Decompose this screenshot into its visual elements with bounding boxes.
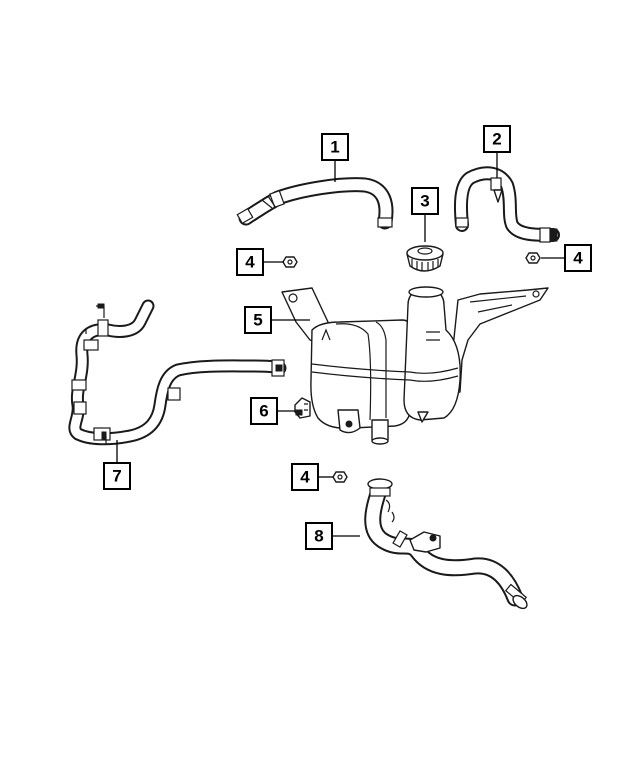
part-4-nut-b[interactable] [525,252,541,264]
callout-4b: 4 [564,244,592,272]
part-5-coolant-reservoir[interactable] [281,286,549,445]
callout-8-label: 8 [314,527,323,546]
part-4-nut-a[interactable] [282,256,298,268]
callout-3-label: 3 [420,192,429,211]
callout-7-label: 7 [112,467,121,486]
part-4-nut-c[interactable] [332,471,348,483]
callout-4c-label: 4 [300,468,310,487]
part-2-hose[interactable] [454,166,560,243]
callout-6-label: 6 [259,402,268,421]
callout-2: 2 [483,125,511,153]
callout-4b-label: 4 [573,249,583,268]
part-3-pressure-cap[interactable] [406,245,444,272]
part-1-hose[interactable] [236,177,394,230]
callout-1: 1 [321,133,349,161]
callout-8: 8 [305,522,333,550]
part-7-hose-assembly[interactable] [68,299,287,446]
callout-4a-label: 4 [245,253,255,272]
callout-6: 6 [250,397,278,425]
callout-4a: 4 [236,248,264,276]
part-8-lower-hose[interactable] [364,478,529,611]
callout-5-label: 5 [253,311,262,330]
callout-5: 5 [244,306,272,334]
callout-3: 3 [411,187,439,215]
callout-1-label: 1 [330,138,339,157]
callout-7: 7 [103,462,131,490]
callout-2-label: 2 [492,130,501,149]
callout-4c: 4 [291,463,319,491]
part-6-sensor-clip[interactable] [294,397,311,419]
